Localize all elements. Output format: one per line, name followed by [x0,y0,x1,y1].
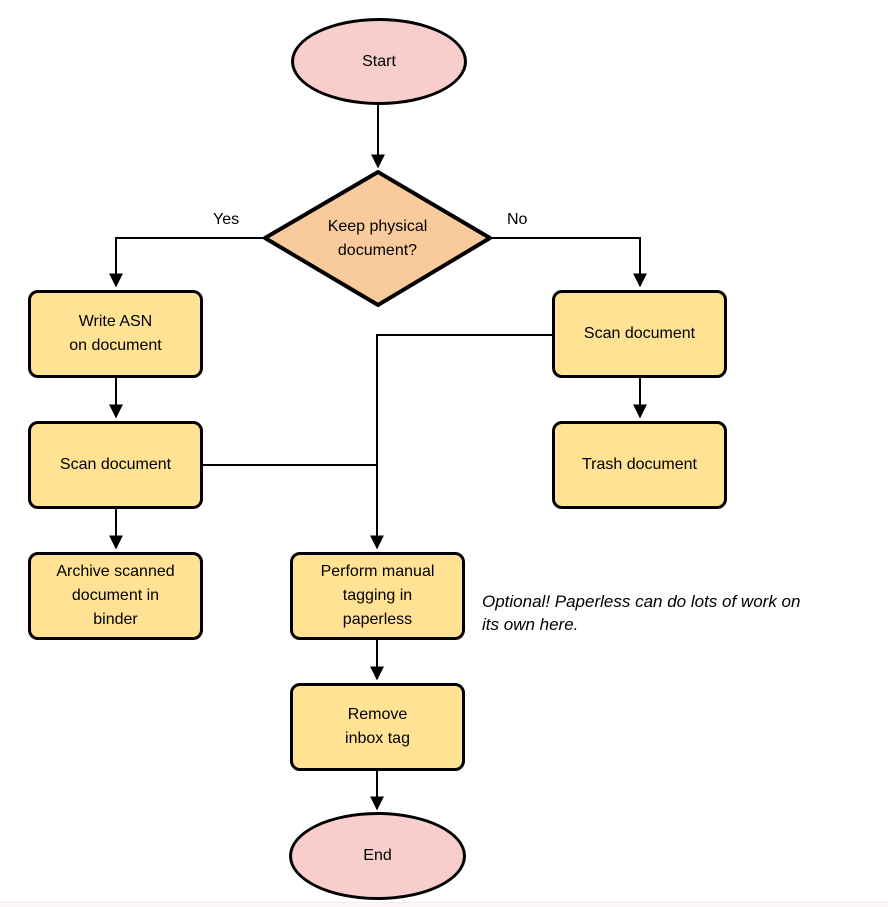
node-end: End [289,812,466,900]
node-trash-label: Trash document [581,456,697,473]
node-scan-discard-label: Scan document [583,325,696,342]
node-remove-inbox-label: Remove inbox tag [345,706,410,747]
node-start-label: Start [362,52,396,70]
node-write-asn-label: Write ASN on document [69,313,162,354]
edge-decision-yes [109,237,265,288]
node-decision: Keep physical document? [265,172,490,305]
node-write-asn: Write ASN on document [28,290,203,378]
node-decision-label: Keep physical document? [327,217,428,259]
edge-label-no: No [507,211,528,228]
node-tagging-label: Perform manual tagging in paperless [320,563,435,628]
edge-decision-no [490,237,647,288]
node-tagging: Perform manual tagging in paperless [290,552,465,640]
node-trash: Trash document [552,421,727,509]
edge-scandiscard-to-tagging [370,334,552,550]
decision-diamond-shape [263,170,492,307]
annotation-optional-note: Optional! Paperless can do lots of work … [482,592,801,634]
node-end-label: End [363,847,392,864]
node-archive-label: Archive scanned document in binder [56,563,175,628]
node-scan-discard: Scan document [552,290,727,378]
node-scan-keep: Scan document [28,421,203,509]
node-scan-keep-label: Scan document [59,456,172,473]
node-start: Start [291,18,467,105]
edge-label-yes: Yes [213,211,240,228]
node-remove-inbox: Remove inbox tag [290,683,465,771]
window-bottom-edge [0,902,888,907]
node-archive: Archive scanned document in binder [28,552,203,640]
